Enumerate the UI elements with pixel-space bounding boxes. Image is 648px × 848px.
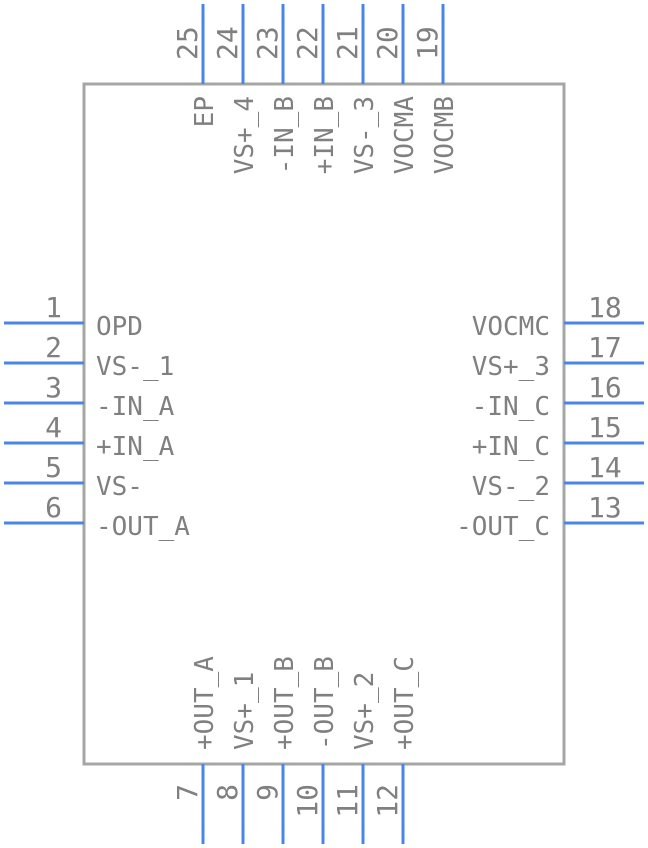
pin-13-label: -OUT_C — [456, 512, 550, 542]
pin-7-number: 7 — [171, 784, 204, 801]
pin-8-number: 8 — [211, 784, 244, 801]
pin-25-number: 25 — [171, 26, 204, 60]
pin-9-number: 9 — [251, 784, 284, 801]
pin-19-number: 19 — [411, 26, 444, 60]
pin-24-number: 24 — [211, 26, 244, 60]
pin-18-label: VOCMC — [472, 312, 550, 342]
pin-10-number: 10 — [291, 784, 324, 818]
pin-18-number: 18 — [588, 291, 622, 324]
pin-17-number: 17 — [588, 331, 622, 364]
pin-20-number: 20 — [371, 26, 404, 60]
pin-21-number: 21 — [331, 26, 364, 60]
pin-3-number: 3 — [45, 371, 62, 404]
pin-5-number: 5 — [45, 451, 62, 484]
pin-2-number: 2 — [45, 331, 62, 364]
pin-2-label: VS-_1 — [96, 352, 174, 382]
pin-6-label: -OUT_A — [96, 512, 190, 542]
pin-8-label: VS+_1 — [230, 672, 260, 750]
pin-4-number: 4 — [45, 411, 62, 444]
pin-7-label: +OUT_A — [190, 656, 220, 750]
pin-23-number: 23 — [251, 26, 284, 60]
pin-9-label: +OUT_B — [270, 656, 300, 750]
pin-3-label: -IN_A — [96, 392, 175, 422]
pin-13-number: 13 — [588, 491, 622, 524]
pin-24-label: VS+_4 — [230, 96, 260, 174]
pin-12-number: 12 — [371, 784, 404, 818]
pin-16-number: 16 — [588, 371, 622, 404]
pin-25-label: EP — [190, 96, 220, 127]
pin-14-number: 14 — [588, 451, 622, 484]
pin-22-label: +IN_B — [310, 96, 340, 174]
pin-20-label: VOCMA — [390, 96, 420, 175]
pin-5-label: VS- — [96, 472, 143, 502]
pin-23-label: -IN_B — [270, 96, 300, 174]
pin-16-label: -IN_C — [472, 392, 550, 422]
pin-11-number: 11 — [331, 784, 364, 818]
pin-19-label: VOCMB — [430, 96, 460, 174]
pin-15-label: +IN_C — [472, 432, 550, 462]
pin-10-label: -OUT_B — [310, 656, 340, 750]
pin-21-label: VS-_3 — [350, 96, 380, 174]
pin-22-number: 22 — [291, 26, 324, 60]
ic-body-outline — [82, 82, 566, 766]
pin-15-number: 15 — [588, 411, 622, 444]
pin-17-label: VS+_3 — [472, 352, 550, 382]
pin-12-label: +OUT_C — [390, 656, 420, 750]
pin-1-number: 1 — [45, 291, 62, 324]
pin-14-label: VS-_2 — [472, 472, 550, 502]
pin-11-label: VS+_2 — [350, 672, 380, 750]
pin-4-label: +IN_A — [96, 432, 175, 462]
pin-6-number: 6 — [45, 491, 62, 524]
pin-1-label: OPD — [96, 312, 143, 342]
